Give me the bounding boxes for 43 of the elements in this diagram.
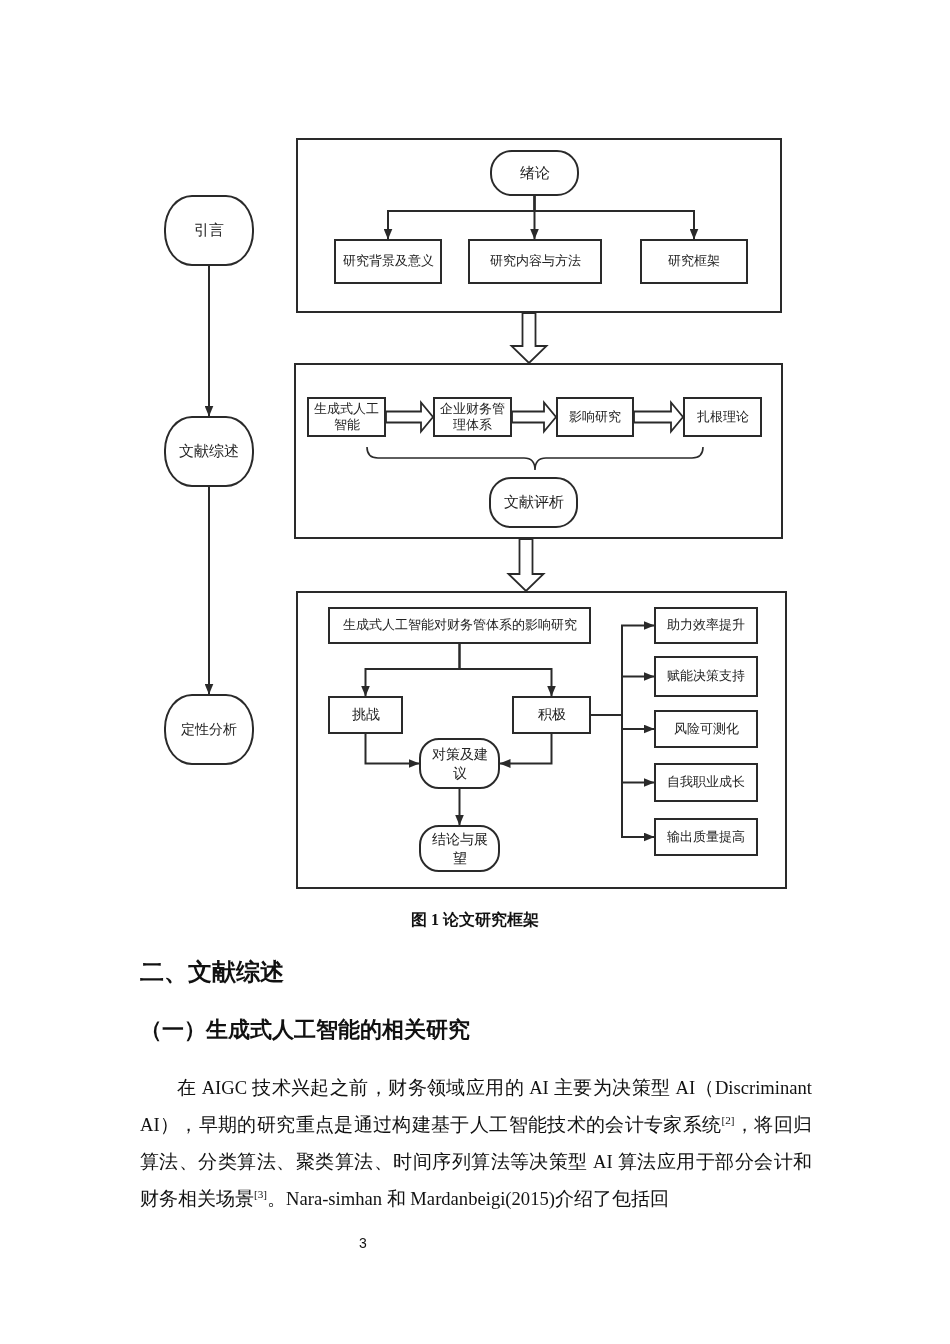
rounded-box: 文献综述 xyxy=(164,416,254,487)
process-box: 赋能决策支持 xyxy=(654,656,758,697)
rounded-box: 定性分析 xyxy=(164,694,254,765)
section-heading: 二、文献综述 xyxy=(140,958,284,987)
block-arrow xyxy=(509,312,549,365)
arrow xyxy=(458,643,556,697)
process-box: 研究背景及意义 xyxy=(334,239,442,284)
block-arrow xyxy=(506,538,546,593)
process-box: 助力效率提升 xyxy=(654,607,758,644)
arrow xyxy=(455,788,464,826)
arrow xyxy=(533,195,699,240)
rounded-box: 文献评析 xyxy=(489,477,578,528)
arrow xyxy=(364,733,420,768)
section-frame xyxy=(296,138,782,313)
process-box: 积极 xyxy=(512,696,591,734)
rounded-box: 绪论 xyxy=(490,150,579,196)
process-box: 研究框架 xyxy=(640,239,748,284)
rounded-box: 结论与展望 xyxy=(419,825,500,872)
block-arrow xyxy=(385,400,435,434)
process-box: 自我职业成长 xyxy=(654,763,758,802)
process-box: 研究内容与方法 xyxy=(468,239,602,284)
figure-caption: 图 1 论文研究框架 xyxy=(411,910,539,930)
page-number: 3 xyxy=(359,1234,367,1252)
rounded-box: 引言 xyxy=(164,195,254,266)
section-frame xyxy=(296,591,787,889)
arrow xyxy=(499,733,553,768)
process-box: 企业财务管理体系 xyxy=(433,397,512,437)
process-box: 输出质量提高 xyxy=(654,818,758,856)
body-paragraph: 在 AIGC 技术兴起之前，财务领域应用的 AI 主要为决策型 AI（Discriminant AI），早期的研究重点是通过构建基于人工智能技术的会计专家系统$^{[2]}$，将回归算法、分类算法、聚类算法、时间序列算法等决策型 AI 算法应用于部分会计和财务相关场景$^{[3]}$。Nara-simhan 和 Mardanbeigi(2015)介绍了包括回 xyxy=(140,1076,812,1211)
arrow xyxy=(204,486,214,695)
subsection-heading: （一）生成式人工智能的相关研究 xyxy=(140,1016,470,1044)
rounded-box: 对策及建议 xyxy=(419,738,500,789)
block-arrow xyxy=(511,400,558,434)
process-box: 影响研究 xyxy=(556,397,634,437)
process-box: 生成式人工智能 xyxy=(307,397,386,437)
block-arrow xyxy=(633,400,685,434)
process-box: 风险可测化 xyxy=(654,710,758,748)
process-box: 生成式人工智能对财务管体系的影响研究 xyxy=(328,607,591,644)
section-frame xyxy=(294,363,783,539)
arrow xyxy=(204,265,214,417)
arrow xyxy=(590,714,655,842)
process-box: 扎根理论 xyxy=(683,397,762,437)
process-box: 挑战 xyxy=(328,696,403,734)
